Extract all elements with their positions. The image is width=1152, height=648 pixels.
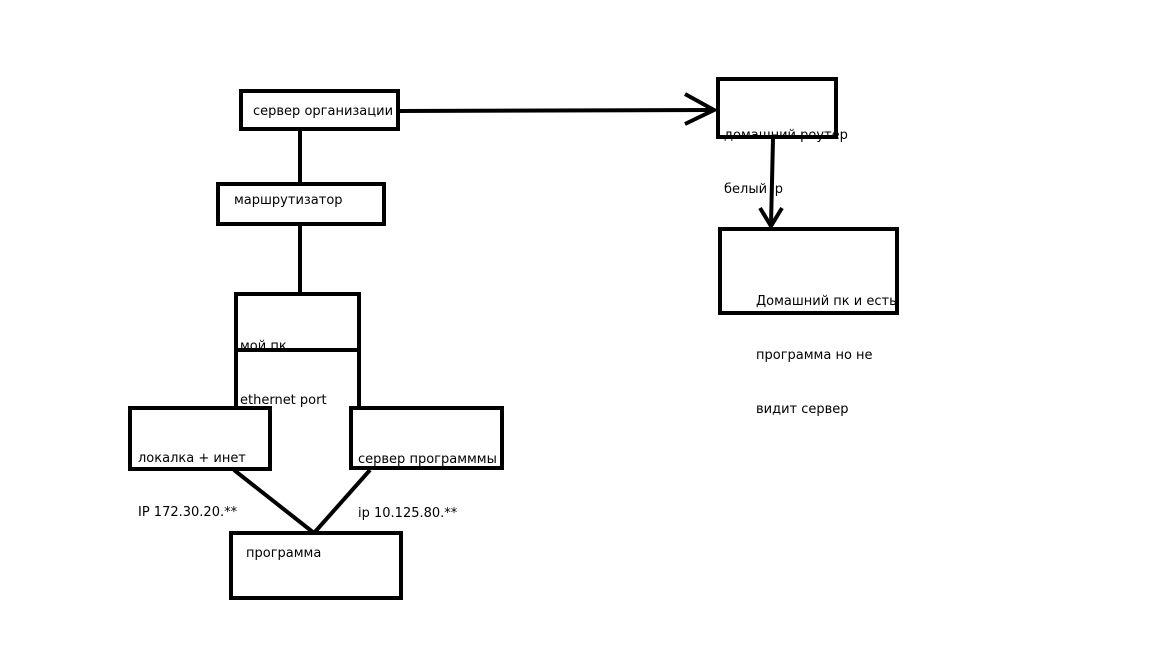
arrowhead-down-icon bbox=[758, 206, 784, 230]
home-router-line1: домашний роутер bbox=[724, 128, 848, 143]
program-label: программа bbox=[246, 546, 322, 561]
my-pc-line1: мой пк bbox=[240, 339, 287, 354]
router-label: маршрутизатор bbox=[234, 193, 343, 208]
home-router-line2: белый ip bbox=[724, 182, 784, 197]
home-router-node: домашний роутер белый ip bbox=[716, 77, 848, 197]
arrow-home-router-to-home-pc bbox=[769, 138, 775, 225]
org-server-label: сервер организации bbox=[253, 104, 394, 119]
home-router-text: домашний роутер белый ip bbox=[724, 91, 848, 235]
connector-progserver-to-program bbox=[312, 468, 372, 535]
arrow-org-to-home-router bbox=[398, 108, 713, 113]
program-server-text: сервер программмы ip 10.125.80.** bbox=[358, 415, 497, 559]
my-pc-node: мой пк ethernet port bbox=[234, 292, 361, 408]
router-node: маршрутизатор bbox=[216, 182, 386, 226]
local-inet-line2: IP 172.30.20.** bbox=[138, 505, 238, 520]
org-server-node: сервер организации bbox=[239, 89, 400, 131]
program-server-line2: ip 10.125.80.** bbox=[358, 506, 458, 521]
arrowhead-right-icon bbox=[684, 92, 719, 126]
connector-local-to-program bbox=[232, 468, 316, 535]
program-server-line1: сервер программмы bbox=[358, 452, 497, 467]
program-server-node: сервер программмы ip 10.125.80.** bbox=[349, 406, 504, 521]
home-pc-text: Домашний пк и есть программа но не видит… bbox=[756, 257, 897, 455]
local-inet-text: локалка + инет IP 172.30.20.** bbox=[138, 414, 246, 558]
my-pc-text: мой пк ethernet port bbox=[240, 302, 327, 446]
home-pc-line2: программа но не bbox=[756, 348, 873, 363]
program-node: программа bbox=[229, 531, 403, 600]
local-inet-node: локалка + инет IP 172.30.20.** bbox=[128, 406, 272, 520]
my-pc-line2: ethernet port bbox=[240, 393, 327, 408]
home-pc-line1: Домашний пк и есть bbox=[756, 294, 897, 309]
home-pc-line3: видит сервер bbox=[756, 402, 849, 417]
home-pc-node: Домашний пк и есть программа но не видит… bbox=[718, 227, 899, 417]
local-inet-line1: локалка + инет bbox=[138, 451, 246, 466]
